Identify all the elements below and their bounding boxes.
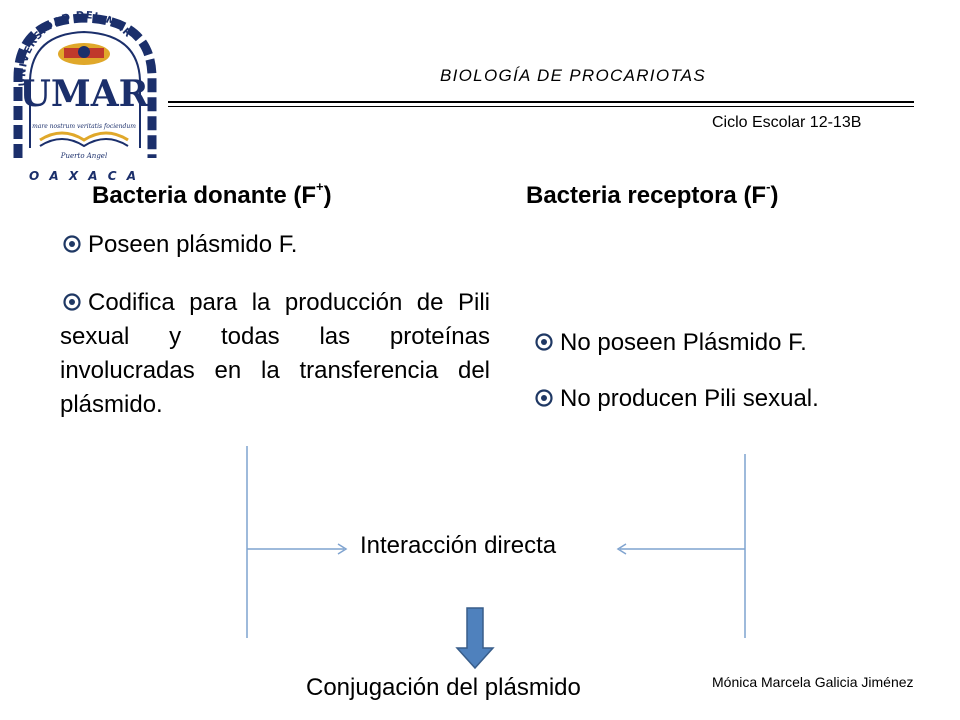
- recipient-bullet-text: No poseen Plásmido F.: [560, 329, 807, 356]
- conjugation-diagram: [246, 446, 746, 670]
- author-name: Mónica Marcela Galicia Jiménez: [712, 674, 914, 690]
- header-rule: [168, 101, 914, 103]
- donor-bullet-text: Codifica para la producción de Pili sexu…: [60, 289, 490, 418]
- conjugation-label: Conjugación del plásmido: [306, 674, 581, 701]
- donor-heading-text: Bacteria donante (F: [92, 182, 317, 209]
- donor-heading-close: ): [323, 182, 332, 209]
- recipient-bullet: No producen Pili sexual.: [532, 382, 932, 416]
- circle-bullet-icon: [535, 389, 553, 407]
- donor-bullet: Codifica para la producción de Pili sexu…: [60, 286, 490, 422]
- down-arrow-icon: [455, 607, 495, 670]
- circle-bullet-icon: [535, 333, 553, 351]
- donor-heading-sup: +: [316, 179, 324, 194]
- interaction-label: Interacción directa: [360, 532, 557, 559]
- recipient-heading-sup: -: [766, 179, 771, 194]
- logo-state: O A X A C A: [29, 169, 139, 183]
- left-pointing-arrowhead: [616, 543, 627, 555]
- logo-motto: mare nostrum veritatis fociendum: [32, 123, 136, 130]
- donor-heading: Bacteria donante (F+): [92, 179, 332, 210]
- recipient-heading-close: ): [770, 182, 779, 209]
- donor-bullet-text: Poseen plásmido F.: [88, 231, 298, 258]
- recipient-bullet: No poseen Plásmido F.: [532, 326, 932, 360]
- header-title: BIOLOGÍA DE PROCARIOTAS: [440, 66, 707, 85]
- circle-bullet-icon: [63, 235, 81, 253]
- logo-monogram: UMAR: [19, 73, 149, 115]
- logo-campus: Puerto Angel: [60, 152, 107, 160]
- recipient-heading: Bacteria receptora (F-): [526, 179, 779, 210]
- header-rule-thin: [168, 106, 914, 107]
- right-pointing-arrowhead: [337, 543, 348, 555]
- circle-bullet-icon: [63, 293, 81, 311]
- school-cycle: Ciclo Escolar 12-13B: [712, 114, 862, 131]
- university-logo: UNIVERSIDAD DEL MAR UMAR mare nostrum ve…: [13, 10, 157, 183]
- recipient-bullet-text: No producen Pili sexual.: [560, 385, 819, 412]
- donor-bullet: Poseen plásmido F.: [60, 228, 490, 262]
- recipient-heading-text: Bacteria receptora (F: [526, 182, 767, 209]
